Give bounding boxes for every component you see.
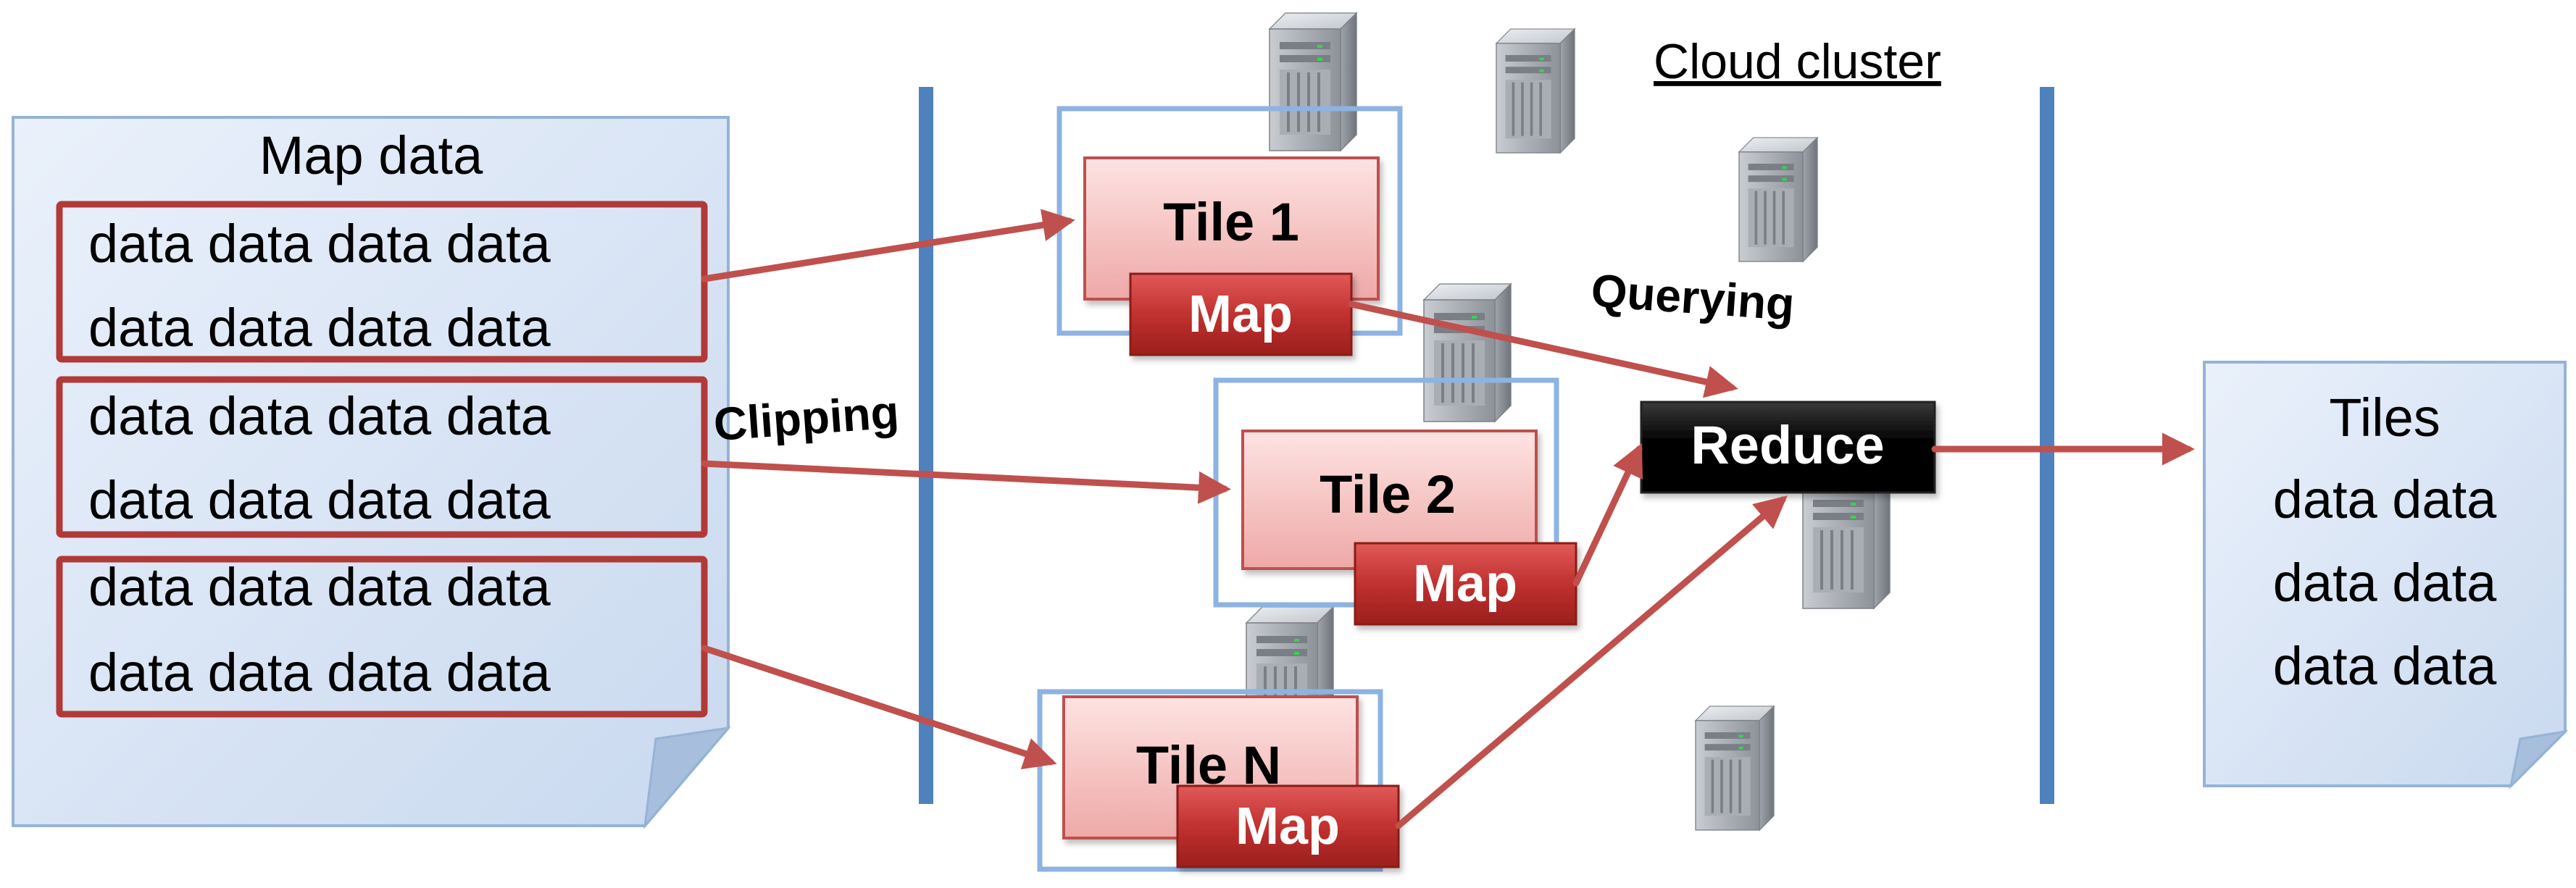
output-line-3: data data (2273, 636, 2497, 696)
tile-n-map-box (1176, 784, 1400, 868)
arrow-mapn-to-reduce (1395, 495, 1788, 829)
server-icon (1422, 282, 1512, 423)
reduce-node: Reduce (1640, 401, 1936, 494)
source-title: Map data (259, 125, 483, 185)
tile-1-map-box (1129, 272, 1353, 356)
output-line-1: data data (2273, 469, 2497, 529)
arrow-group2-to-tile2 (701, 460, 1231, 504)
source-group-2: data data data data data data data data (56, 376, 708, 538)
querying-label: Querying (1590, 264, 1796, 330)
output-document: Tiles data data data data data data (2203, 361, 2569, 789)
server-icon (1694, 705, 1775, 832)
server-icon (1738, 136, 1819, 263)
output-line-2: data data (2273, 553, 2497, 613)
source-group-3-line-1: data data data data (88, 557, 551, 617)
tile-2-group: Tile 2 Map (1213, 377, 1577, 626)
reduce-label: Reduce (1691, 415, 1884, 475)
divider-right (2040, 87, 2054, 804)
arrows (701, 209, 2195, 829)
source-document: Map data (12, 116, 731, 829)
source-group-3-line-2: data data data data (88, 642, 551, 703)
source-group-1-line-1: data data data data (88, 214, 551, 274)
arrow-group1-to-tile1 (701, 209, 1075, 282)
source-group-1: data data data data data data data data (56, 201, 708, 363)
tile-2-label: Tile 2 (1320, 464, 1456, 524)
divider-left (919, 87, 933, 804)
tile-n-group: Tile N Map (1037, 689, 1400, 872)
output-title: Tiles (2329, 388, 2440, 448)
server-icon (1495, 28, 1576, 154)
source-group-2-line-2: data data data data (88, 470, 551, 530)
server-icon (1268, 12, 1358, 152)
arrow-map1-to-reduce (1348, 301, 1738, 398)
source-group-3: data data data data data data data data (56, 556, 708, 718)
tile-1-map-label: Map (1188, 285, 1293, 343)
tile-1-group: Tile 1 Map (1056, 106, 1403, 356)
source-group-2-line-1: data data data data (88, 386, 551, 446)
tile-2-map-label: Map (1413, 555, 1517, 613)
source-group-1-line-2: data data data data (88, 298, 551, 358)
tile-n-map-label: Map (1235, 797, 1340, 855)
tile-2-map-box (1354, 542, 1577, 626)
cloud-cluster-label: Cloud cluster (1654, 34, 1941, 89)
clipping-label: Clipping (712, 385, 901, 451)
tile-1-label: Tile 1 (1163, 192, 1299, 252)
arrow-map2-to-reduce (1572, 443, 1643, 587)
arrow-group3-to-tilen (701, 645, 1057, 770)
